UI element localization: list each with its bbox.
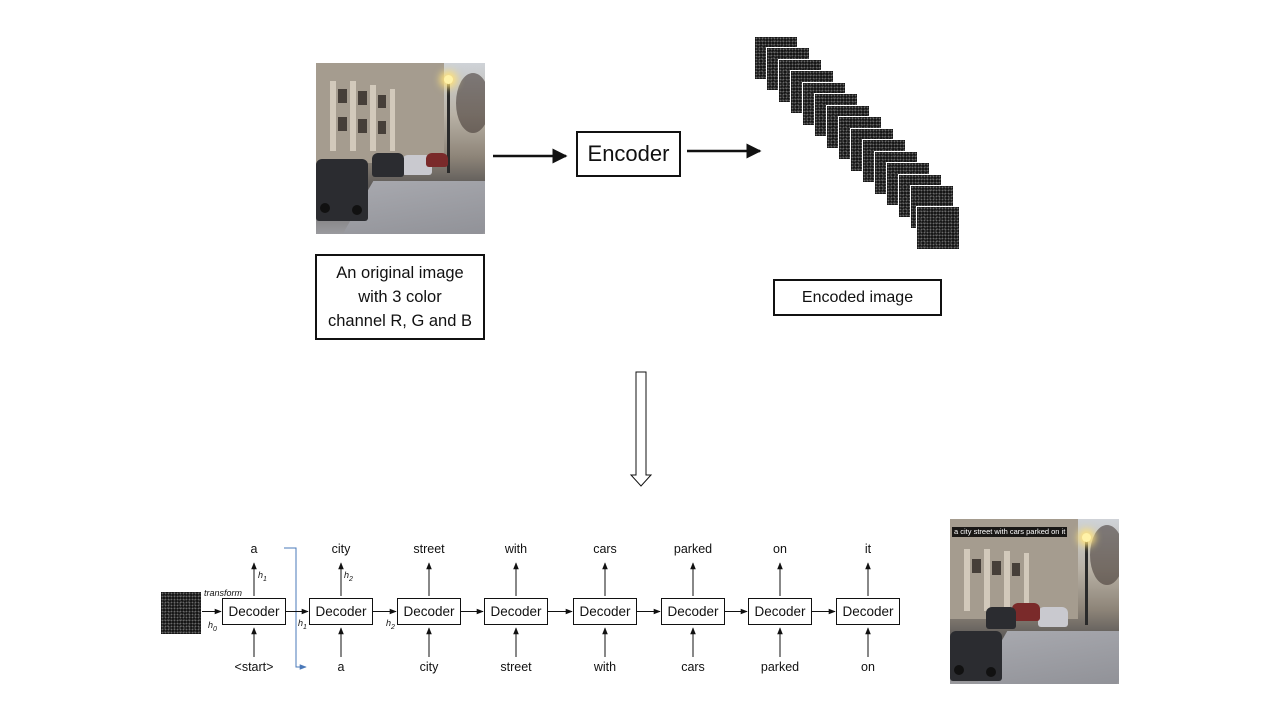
decoder-box: Decoder: [309, 598, 373, 625]
car: [986, 607, 1016, 629]
encoded-image-caption: Encoded image: [773, 279, 942, 316]
building-column: [984, 549, 990, 611]
output-word: it: [864, 542, 872, 556]
street-lamp-pole: [1085, 539, 1088, 625]
building-window: [338, 89, 347, 103]
feedback-arrow: [284, 547, 307, 670]
output-word: street: [413, 542, 445, 556]
building-column: [964, 549, 970, 611]
car-wheel: [352, 205, 362, 215]
output-word: city: [331, 542, 351, 556]
transform-label: transform: [204, 588, 243, 598]
input-word: on: [861, 660, 875, 674]
encoded-caption-label: Encoded image: [801, 288, 914, 306]
tree: [456, 73, 485, 133]
input-word: cars: [681, 660, 705, 674]
building-window: [1012, 563, 1020, 576]
building-column: [1024, 553, 1029, 611]
car: [1012, 603, 1040, 621]
car-wheel: [986, 667, 996, 677]
decoder-box: Decoder: [661, 598, 725, 625]
encoder-box: Encoder: [576, 131, 681, 177]
decoder-box: Decoder: [836, 598, 900, 625]
input-word: parked: [760, 660, 800, 674]
car: [402, 155, 432, 175]
building-window: [972, 559, 981, 573]
input-word: with: [593, 660, 617, 674]
output-word: on: [773, 542, 787, 556]
street-lamp-light: [444, 75, 453, 84]
result-photo: a city street with cars parked on it: [950, 519, 1119, 684]
h2-up-label: h2: [344, 570, 353, 583]
decoder-box: Decoder: [222, 598, 286, 625]
input-word: a: [337, 660, 345, 674]
input-word: city: [419, 660, 439, 674]
building-window: [358, 91, 367, 105]
car: [426, 153, 448, 167]
decoder-box: Decoder: [748, 598, 812, 625]
tree: [1090, 525, 1119, 585]
building-column: [1004, 551, 1010, 611]
building-window: [378, 121, 386, 134]
output-word: cars: [593, 542, 617, 556]
building-window: [378, 95, 386, 108]
result-caption-overlay: a city street with cars parked on it: [952, 527, 1068, 537]
decoder-box: Decoder: [484, 598, 548, 625]
input-word: street: [500, 660, 532, 674]
encoder-label: Encoder: [587, 141, 670, 166]
street-lamp-pole: [447, 81, 450, 173]
building-window: [338, 117, 347, 131]
original-caption-line-3: channel R, G and B: [327, 312, 472, 330]
feature-map: [916, 206, 960, 250]
output-word: with: [504, 542, 528, 556]
output-word: parked: [673, 542, 713, 556]
h1-side-label: h1: [298, 618, 307, 631]
original-caption-line-2: with 3 color: [358, 288, 442, 306]
building-window: [992, 561, 1001, 575]
decoder-box: Decoder: [573, 598, 637, 625]
building: [316, 63, 444, 163]
building-column: [390, 89, 395, 151]
hollow-down-arrow: [629, 371, 653, 487]
input-word: <start>: [234, 660, 274, 674]
h0-label: h0: [208, 620, 217, 633]
building-column: [370, 85, 376, 151]
h1-up-label: h1: [258, 570, 267, 583]
car-wheel: [954, 665, 964, 675]
street-lamp-light: [1082, 533, 1091, 542]
encoded-input-thumbnail: [161, 592, 201, 634]
car: [1038, 607, 1068, 627]
car: [372, 153, 404, 177]
car-wheel: [320, 203, 330, 213]
original-image-caption: An original image with 3 color channel R…: [315, 254, 485, 340]
h2-side-label: h2: [386, 618, 395, 631]
building-window: [358, 119, 367, 133]
building-column: [350, 81, 356, 151]
original-caption-line-1: An original image: [336, 264, 464, 282]
original-photo: [316, 63, 485, 234]
output-word: a: [250, 542, 258, 556]
building-column: [330, 81, 336, 151]
decoder-box: Decoder: [397, 598, 461, 625]
